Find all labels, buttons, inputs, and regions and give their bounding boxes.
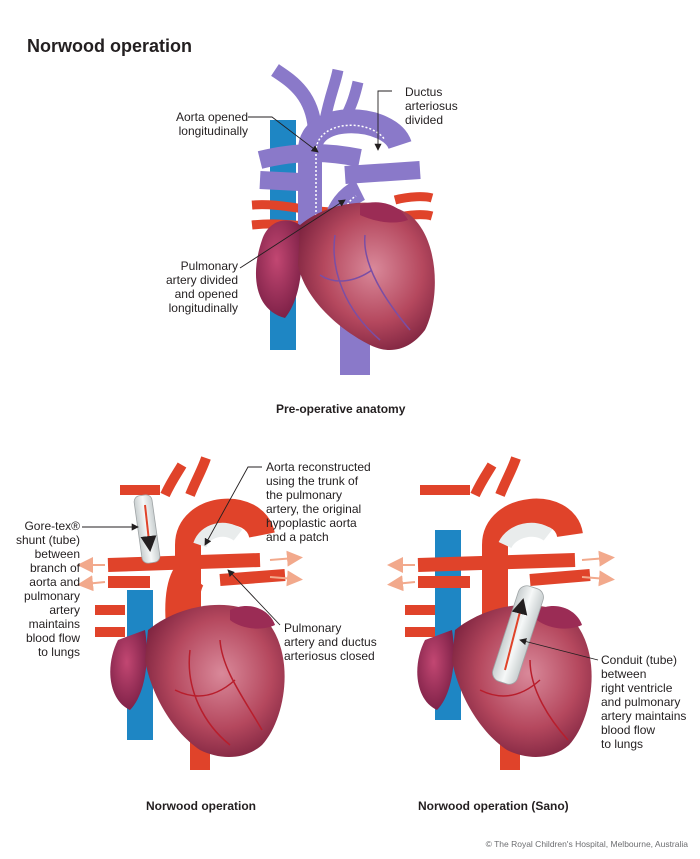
label-line: artery and ductus (284, 635, 377, 649)
label-line: longitudinally (178, 124, 248, 138)
label-line: artery (49, 603, 80, 617)
preop-right-atrium (255, 220, 302, 318)
label-line: using the trunk of (266, 474, 359, 488)
caption-sano: Norwood operation (Sano) (418, 799, 569, 813)
norwood-right-atrium (110, 630, 147, 710)
label-line: to lungs (37, 645, 80, 659)
label-line: longitudinally (168, 301, 238, 315)
label-line: Gore-tex® (24, 519, 80, 533)
norwood-coronary-vessels (174, 639, 263, 746)
label-line: divided (405, 113, 444, 127)
preop-ventricles (298, 202, 435, 350)
label-line: aorta and (29, 575, 80, 589)
norwood-heart-diagram (77, 456, 303, 770)
norwood-left-atrium (230, 605, 275, 629)
label-line: Ductus (405, 85, 443, 99)
label-line: blood flow (25, 631, 80, 645)
label-line: arteriosus closed (284, 649, 375, 663)
preop-heart-diagram (251, 64, 435, 375)
label-sano-conduit: Conduit (tube) between right ventricle a… (601, 653, 686, 751)
sano-heart-diagram (387, 456, 615, 770)
label-line: Pulmonary (180, 259, 238, 273)
label-line: artery, the original (266, 502, 362, 516)
label-line: Pulmonary (284, 621, 342, 635)
sano-right-atrium (417, 630, 454, 710)
sano-conduit (492, 585, 544, 685)
label-line: maintains (28, 617, 80, 631)
goretex-shunt (133, 494, 161, 564)
preop-coronary-vessels (319, 234, 411, 341)
sano-left-atrium (537, 605, 582, 629)
label-line: the pulmonary (266, 488, 343, 502)
label-line: between (34, 547, 80, 561)
norwood-ventricles (145, 604, 285, 757)
page-title: Norwood operation (27, 36, 192, 56)
label-pulmonary-divided: Pulmonary artery divided and opened long… (150, 259, 238, 315)
label-line: and pulmonary (601, 695, 681, 709)
sano-coronary-vessels (479, 659, 569, 741)
label-goretex-shunt: Gore-tex® shunt (tube) between branch of… (12, 519, 80, 659)
label-aorta-reconstructed: Aorta reconstructed using the trunk of t… (266, 460, 371, 544)
label-line: arteriosus (405, 99, 458, 113)
label-line: Aorta opened (175, 110, 248, 124)
label-line: artery divided (165, 273, 238, 287)
label-line: blood flow (601, 723, 656, 737)
label-line: shunt (tube) (15, 533, 80, 547)
label-line: Aorta reconstructed (266, 460, 371, 474)
label-line: between (601, 667, 647, 681)
label-line: and a patch (266, 530, 329, 544)
copyright-notice: © The Royal Children's Hospital, Melbour… (485, 839, 688, 849)
caption-norwood: Norwood operation (146, 799, 256, 813)
preop-left-atrium (360, 202, 408, 223)
label-line: artery maintains (601, 709, 687, 723)
label-line: and opened (174, 287, 238, 301)
label-line: branch of (29, 561, 80, 575)
label-line: to lungs (601, 737, 644, 751)
caption-preop: Pre-operative anatomy (276, 402, 406, 416)
label-ductus-divided: Ductus arteriosus divided (405, 85, 458, 127)
sano-neo-aorta (420, 456, 583, 640)
label-line: Conduit (tube) (601, 653, 678, 667)
label-aorta-opened: Aorta opened longitudinally (164, 110, 248, 138)
label-line: hypoplastic aorta (266, 516, 357, 530)
preop-aortic-arch (257, 64, 421, 242)
label-pa-closed: Pulmonary artery and ductus arteriosus c… (284, 621, 377, 663)
leader-lines (82, 90, 599, 661)
label-line: right ventricle (601, 681, 673, 695)
sano-ventricles (452, 604, 592, 757)
label-line: pulmonary (23, 589, 80, 603)
